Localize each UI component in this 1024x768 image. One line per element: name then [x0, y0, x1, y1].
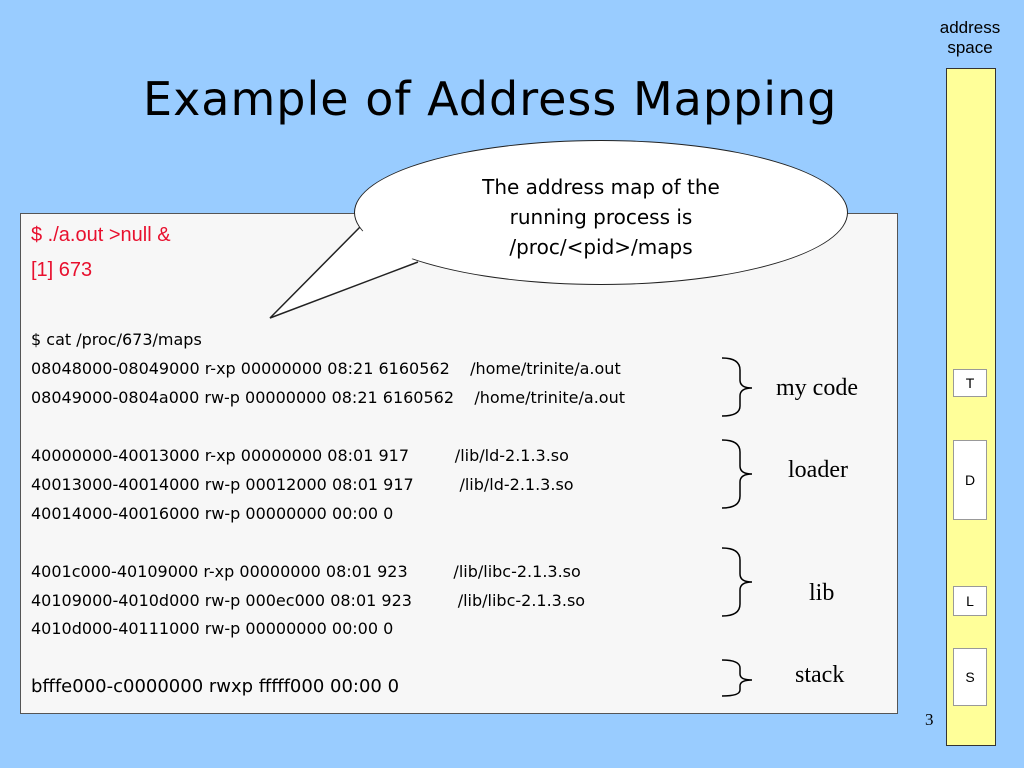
segment-data: D	[953, 440, 987, 520]
address-space-label-line-2: space	[947, 38, 993, 57]
map-line-stack: bfffe000-c0000000 rwxp fffff000 00:00 0	[31, 676, 400, 697]
slide-title: Example of Address Mapping	[143, 72, 838, 126]
brace-code	[721, 357, 753, 417]
group-label-lib: lib	[809, 580, 835, 606]
callout-line-1: The address map of the	[482, 175, 720, 199]
brace-lib	[721, 547, 753, 617]
group-label-loader: loader	[788, 457, 848, 483]
callout-line-2: running process is	[509, 205, 693, 229]
group-label-my-code: my code	[776, 375, 858, 401]
map-line-loader-1: 40000000-40013000 r-xp 00000000 08:01 91…	[31, 446, 569, 465]
group-label-stack: stack	[795, 662, 845, 688]
terminal-panel	[20, 213, 898, 714]
brace-loader	[721, 439, 753, 509]
segment-text: T	[953, 369, 987, 397]
map-line-loader-2: 40013000-40014000 rw-p 00012000 08:01 91…	[31, 475, 574, 494]
map-line-loader-3: 40014000-40016000 rw-p 00000000 00:00 0	[31, 504, 394, 523]
maps-command-line: $ cat /proc/673/maps	[31, 330, 202, 349]
brace-stack	[721, 659, 753, 697]
callout-bubble	[354, 140, 848, 285]
segment-stack: S	[953, 648, 987, 706]
address-space-bar	[946, 68, 996, 746]
callout-text: The address map of the running process i…	[404, 172, 798, 262]
page-number: 3	[925, 710, 934, 729]
map-line-code-2: 08049000-0804a000 rw-p 00000000 08:21 61…	[31, 388, 625, 407]
address-space-label-line-1: address	[939, 18, 1001, 37]
address-space-label: address space	[930, 18, 1010, 58]
map-line-lib-3: 4010d000-40111000 rw-p 00000000 00:00 0	[31, 619, 394, 638]
map-line-lib-2: 40109000-4010d000 rw-p 000ec000 08:01 92…	[31, 591, 586, 610]
segment-library: L	[953, 586, 987, 616]
callout-line-3: /proc/<pid>/maps	[509, 235, 693, 259]
map-line-lib-1: 4001c000-40109000 r-xp 00000000 08:01 92…	[31, 562, 581, 581]
map-line-code-1: 08048000-08049000 r-xp 00000000 08:21 61…	[31, 359, 621, 378]
job-id-line: [1] 673	[31, 259, 93, 281]
run-command-line: $ ./a.out >null &	[31, 224, 171, 246]
